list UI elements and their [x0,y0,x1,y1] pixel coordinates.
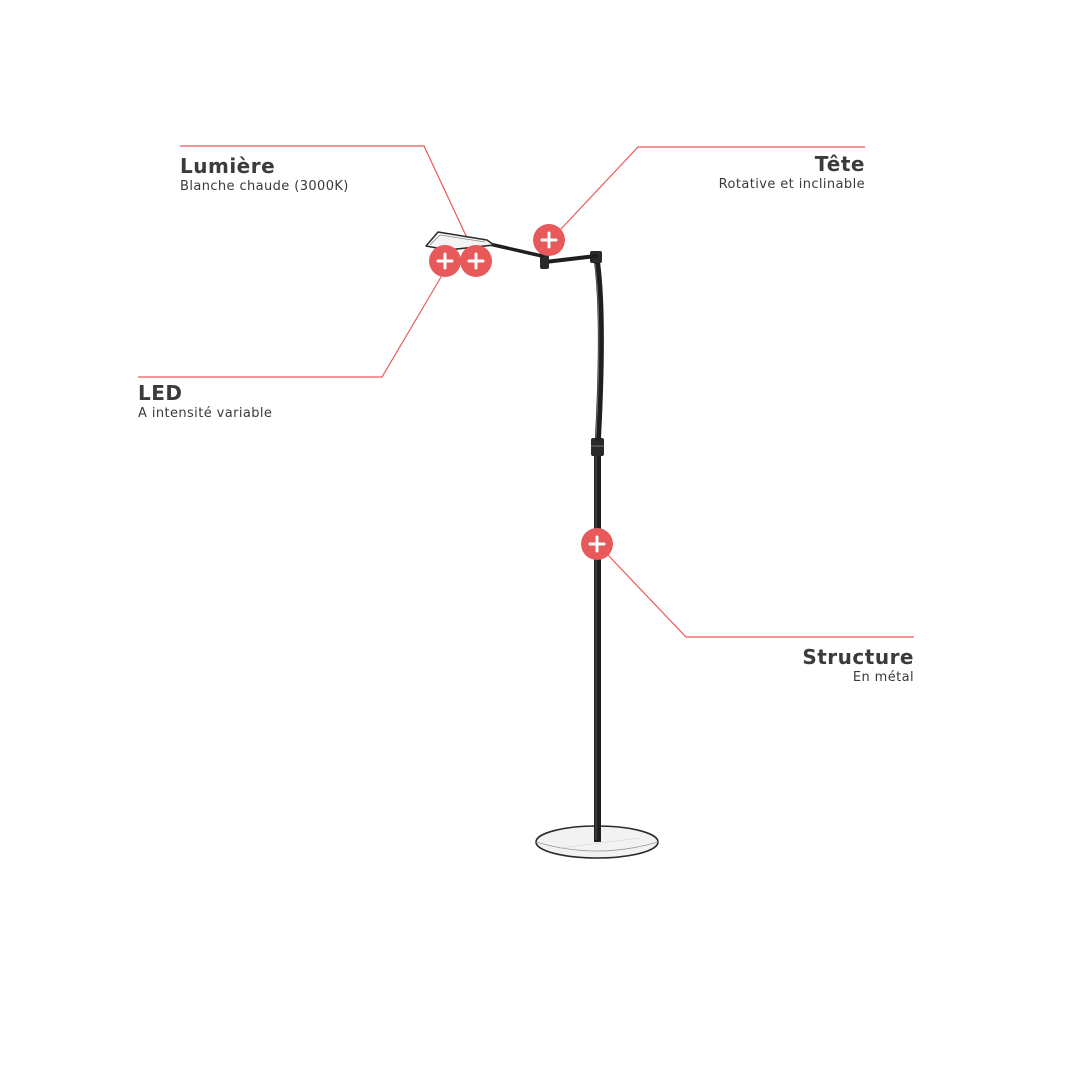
callout-lines [138,145,914,638]
callout-structure-subtitle: En métal [852,670,914,685]
plus-icon [467,252,485,270]
lamp-pole-joint [591,438,604,456]
callout-line-structure [605,552,914,638]
lamp-pole-upper [594,259,604,441]
callout-tete: Tête Rotative et inclinable [719,152,865,194]
hotspot-structure[interactable] [581,528,613,560]
callout-line-lumiere [180,145,469,241]
callout-tete-subtitle: Rotative et inclinable [718,177,865,192]
plus-icon [540,231,558,249]
callout-structure: Structure En métal [802,645,914,687]
callout-lumiere-title: Lumière [180,154,276,178]
hotspot-lumiere-right[interactable] [460,245,492,277]
hotspot-lumiere-left[interactable] [429,245,461,277]
callout-lumiere-subtitle: Blanche chaude (3000K) [180,179,349,194]
callout-tete-title: Tête [814,152,865,176]
callout-lumiere: Lumière Blanche chaude (3000K) [180,154,349,196]
callout-line-tete [559,146,865,231]
callout-line-led [138,271,445,378]
hotspot-tete[interactable] [533,224,565,256]
callout-structure-title: Structure [802,645,914,669]
lamp-pole-lower [594,452,601,842]
callout-led: LED A intensité variable [138,381,272,423]
plus-icon [588,535,606,553]
callout-led-title: LED [138,381,183,405]
plus-icon [436,252,454,270]
callout-led-subtitle: A intensité variable [138,406,273,421]
